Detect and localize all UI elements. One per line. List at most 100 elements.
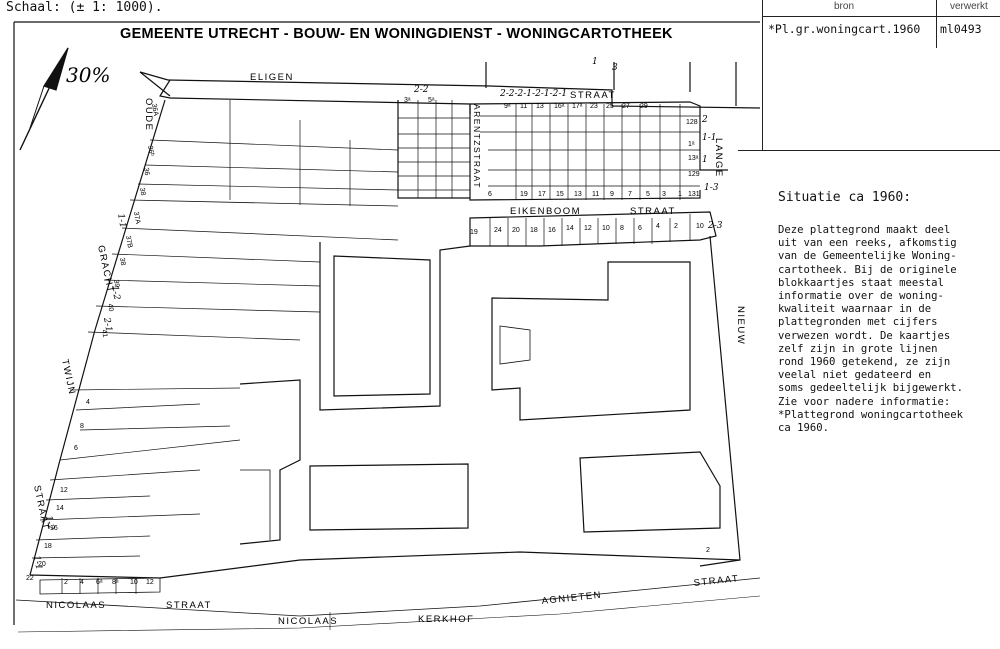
house-number: 6 xyxy=(638,225,642,232)
verwerkt-label: verwerkt xyxy=(950,1,988,12)
house-number: 10 xyxy=(696,223,704,230)
house-number: 38 xyxy=(118,257,126,266)
house-number: 8 xyxy=(620,225,624,232)
handwritten-annotation: 2-3 xyxy=(707,221,723,231)
house-number: 2 xyxy=(674,223,678,230)
map-title: GEMEENTE UTRECHT - BOUW- EN WONINGDIENST… xyxy=(120,26,673,42)
house-number: 20 xyxy=(512,227,520,234)
street-nicolaas-2: NICOLAAS xyxy=(278,616,338,627)
bron-label: bron xyxy=(834,1,855,12)
house-number: 1 xyxy=(678,191,682,198)
handwritten-annotation: 1-3 xyxy=(704,183,719,193)
house-number: 11 xyxy=(520,103,527,110)
handwritten-annotation: 1 xyxy=(592,57,598,67)
house-number: 3ᵃ xyxy=(404,97,411,104)
house-number: 18 xyxy=(530,227,538,234)
street-lange: LANGE xyxy=(713,138,724,178)
eikenboom-row xyxy=(469,211,717,247)
street-oude: OUDE xyxy=(143,98,154,131)
eligen-inner-edge xyxy=(169,97,471,114)
house-number: 36ᵇ xyxy=(146,145,155,157)
map-scale: Schaal: (± 1: 1000). xyxy=(6,0,163,15)
street-agnieten: AGNIETEN xyxy=(541,590,602,607)
house-number: 4 xyxy=(656,223,660,230)
house-number: 5ᵃ xyxy=(428,97,435,104)
house-number: 13 xyxy=(574,191,582,198)
house-number: 24 xyxy=(494,227,502,234)
house-number: 19 xyxy=(470,229,478,236)
handwritten-annotation: 1-2 xyxy=(43,515,55,531)
map-frame xyxy=(13,21,760,625)
bron-value: *Pl.gr.woningcart.1960 xyxy=(768,22,921,36)
house-number: 16 xyxy=(548,227,556,234)
house-number: 15 xyxy=(556,191,564,198)
house-number: 13 xyxy=(536,103,544,110)
house-number: 37A xyxy=(132,211,141,225)
north-arrow-icon xyxy=(19,47,69,151)
source-header-box: bron verwerkt *Pl.gr.woningcart.1960 ml0… xyxy=(762,0,1000,48)
house-number: 4 xyxy=(86,399,90,406)
house-number: 2 xyxy=(706,547,710,554)
house-number: 25 xyxy=(606,103,614,110)
house-number: 131 xyxy=(688,191,700,198)
note-body: Deze plattegrond maakt deel uit van een … xyxy=(778,224,963,435)
sheet-divider-horizontal xyxy=(738,150,1000,151)
header-divider xyxy=(762,0,1000,17)
street-kerkhof: KERKHOF xyxy=(418,614,474,625)
house-number: 2 xyxy=(64,579,68,586)
handwritten-annotation: 2-2-2-1-2-1-2-1 xyxy=(499,89,567,99)
handwritten-annotation: 1-1 xyxy=(702,133,717,143)
handwritten-annotation: 2-2 xyxy=(413,85,429,95)
courtyard-block-east xyxy=(491,261,691,421)
house-number: 4 xyxy=(80,579,84,586)
south-block-edge xyxy=(29,551,741,579)
house-number: 20 xyxy=(38,561,46,568)
percent-annotation: 30% xyxy=(66,63,110,87)
house-number: 14 xyxy=(56,505,64,512)
house-number: 6 xyxy=(74,445,78,452)
house-number: 37B xyxy=(124,235,133,249)
bron-column xyxy=(762,0,937,48)
street-straat-top: STRAAT xyxy=(570,90,616,101)
house-number: 9ᵃ xyxy=(504,103,511,110)
house-number: 17 xyxy=(538,191,546,198)
handwritten-annotation: 2 xyxy=(701,115,708,125)
handwritten-annotation: 3 xyxy=(612,63,618,73)
house-number: 7 xyxy=(628,191,632,198)
handwritten-annotation: 1 xyxy=(702,155,708,165)
house-number: 9 xyxy=(610,191,614,198)
verwerkt-value: ml0493 xyxy=(940,22,982,36)
sheet-divider-vertical xyxy=(762,0,763,150)
house-number: 13ᵃ xyxy=(688,155,699,162)
house-number: 40 xyxy=(106,303,114,312)
house-number: 39 xyxy=(112,279,120,288)
house-number: 3 xyxy=(662,191,666,198)
street-straat-right: STRAAT xyxy=(693,573,740,589)
house-number: 16 xyxy=(50,525,58,532)
house-number: 5 xyxy=(646,191,650,198)
street-nieuw: NIEUW xyxy=(735,306,746,345)
house-number: 17ᵃ xyxy=(572,103,583,110)
street-arentzstraat: ARENTZSTRAAT xyxy=(472,104,482,189)
street-eligen: ELIGEN xyxy=(250,72,294,83)
block-map: GEMEENTE UTRECHT - BOUW- EN WONINGDIENST… xyxy=(13,21,761,633)
house-number: 129 xyxy=(688,171,700,178)
handwritten-annotation: 1-1 xyxy=(31,555,43,571)
house-number: 29 xyxy=(640,103,648,110)
street-twijn: TWIJN xyxy=(59,358,77,396)
handwritten-annotation: 1-1 xyxy=(115,213,127,229)
arentz-block xyxy=(469,104,701,201)
house-number: 41 xyxy=(100,329,108,338)
courtyard-block-west xyxy=(333,255,431,397)
handwritten-annotation: 1-2 xyxy=(109,285,121,301)
house-number: 1ᵃ xyxy=(688,141,695,148)
house-number: 10 xyxy=(602,225,610,232)
eligen-block-north-edge xyxy=(167,79,761,109)
house-number: 11 xyxy=(592,191,599,198)
house-number: 6ᵃ xyxy=(96,579,103,586)
street-straat-bottom: STRAAT xyxy=(166,600,212,611)
building-south-east xyxy=(579,451,721,533)
oude-gracht-block-edge xyxy=(29,99,166,576)
house-number: 14 xyxy=(566,225,574,232)
house-number: 12 xyxy=(60,487,68,494)
